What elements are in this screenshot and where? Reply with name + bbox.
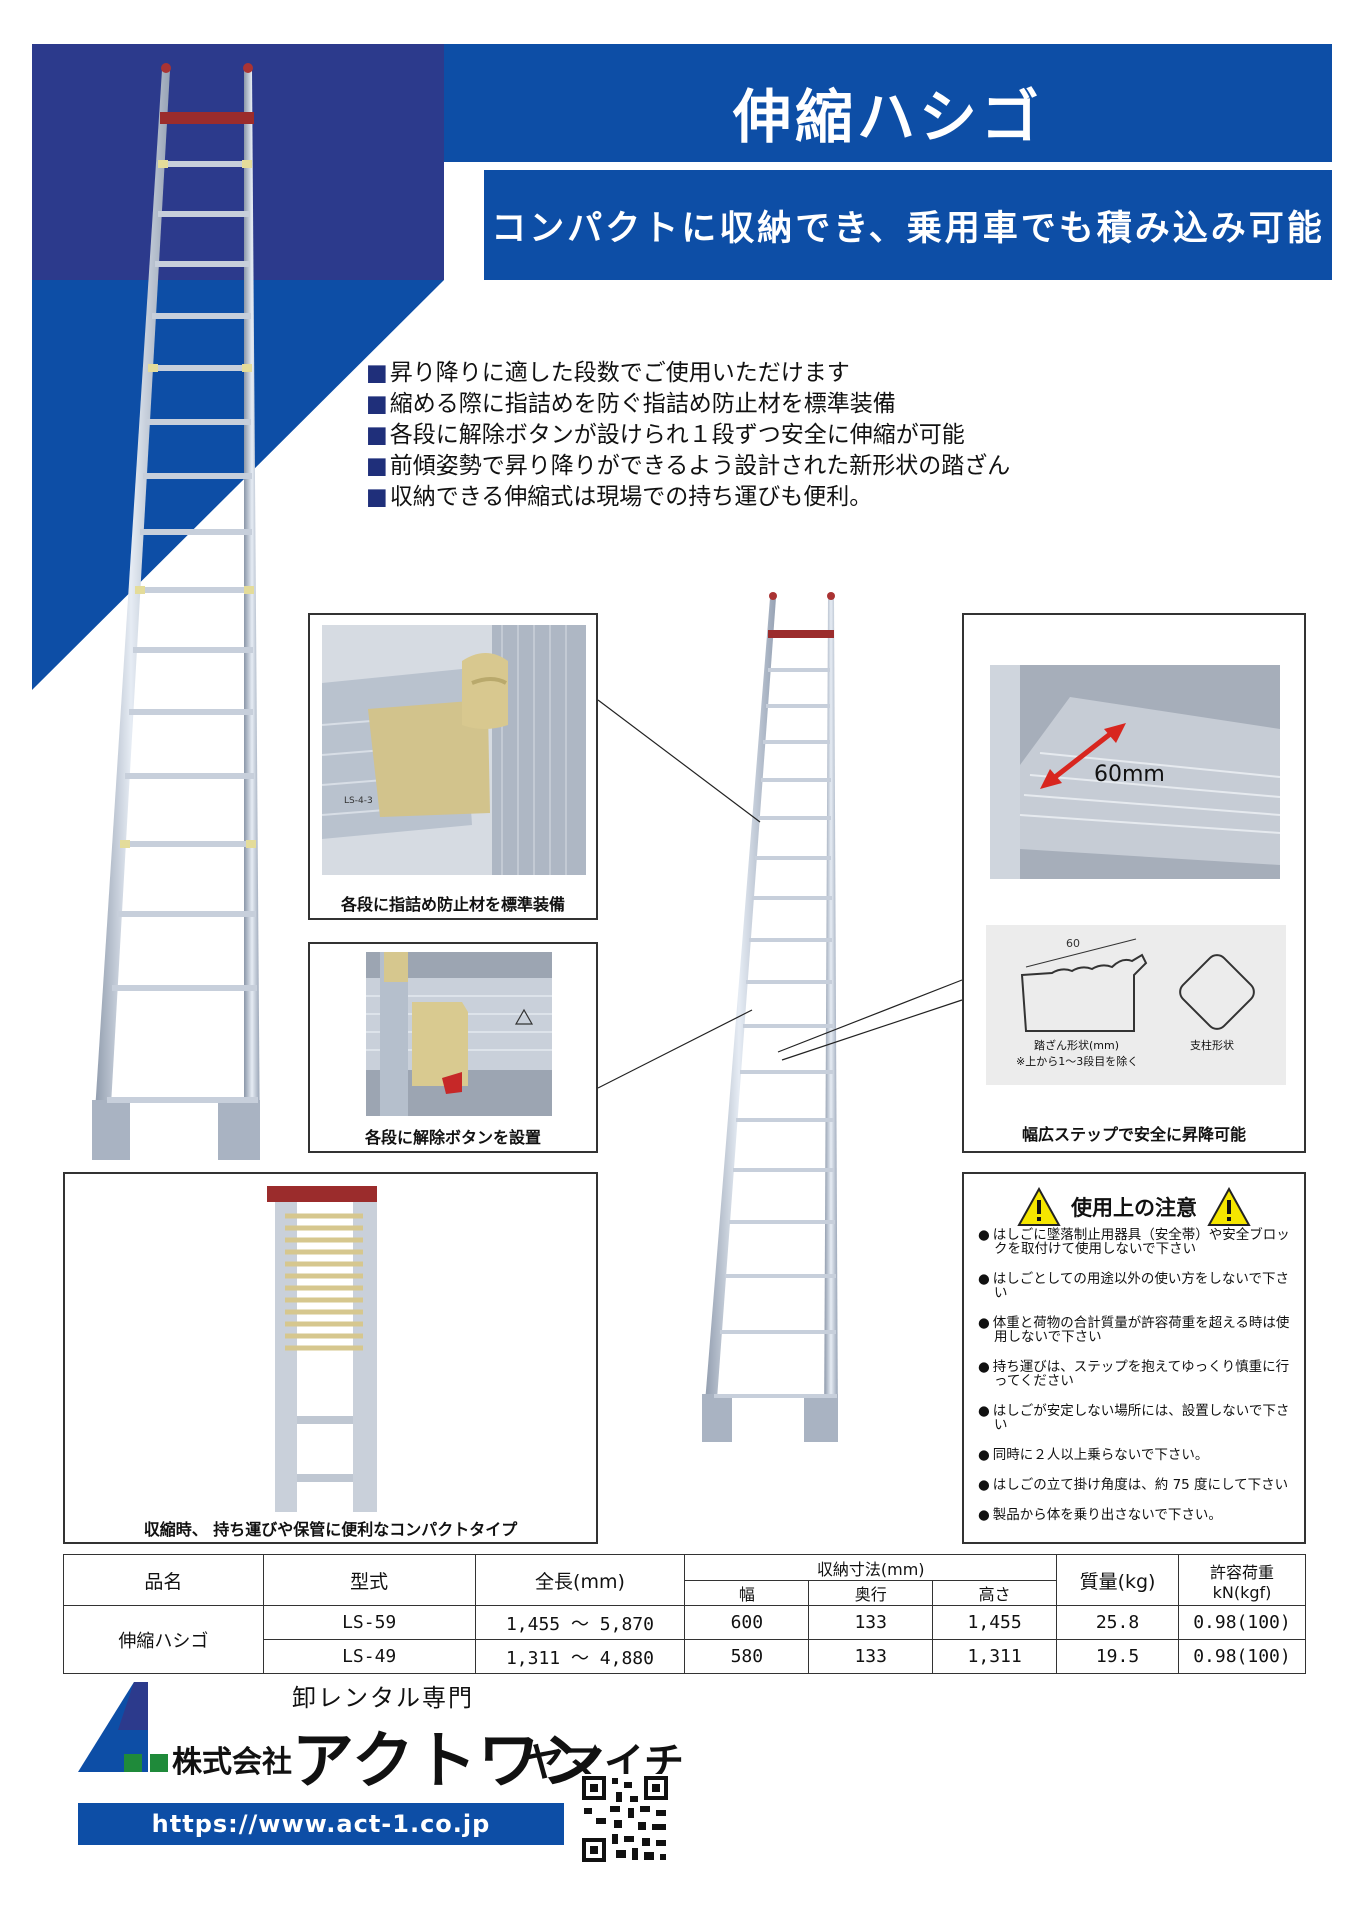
compact-photo-box: 収縮時、 持ち運びや保管に便利なコンパクトタイプ (63, 1172, 598, 1544)
feature-list: 昇り降りに適した段数でご使用いただけます 縮める際に指詰めを防ぐ指詰め防止材を標… (366, 358, 1011, 513)
caution-item: はしごとしての用途以外の使い方をしないで下さい (978, 1272, 1294, 1300)
col-load-line2: kN(kgf) (1212, 1582, 1272, 1602)
spec-table: 品名 型式 全長(mm) 収納寸法(mm) 質量(kg) 許容荷重 kN(kgf… (63, 1554, 1307, 1674)
cell-length: 1,455 ～ 5,870 (474, 1605, 686, 1640)
feature-item: 収納できる伸縮式は現場での持ち運びも便利。 (366, 482, 1010, 513)
cell-load: 0.98(100) (1177, 1639, 1307, 1674)
diagram-step-label: 踏ざん形状(mm) (1034, 1038, 1119, 1052)
caution-item: はしごが安定しない場所には、設置しないで下さい (978, 1404, 1294, 1432)
diagram-step-note: ※上から1～3段目を除く (1016, 1054, 1138, 1068)
page-subtitle: コンパクトに収納でき、乗用車でも積み込み可能 (491, 209, 1325, 249)
caution-item: 同時に２人以上乗らないで下さい。 (978, 1448, 1294, 1462)
col-name: 品名 (63, 1554, 264, 1606)
step-shape-diagram: 60 踏ざん形状(mm) ※上から1～3段目を除く 支柱形状 (986, 925, 1286, 1085)
caution-item: 体重と荷物の合計質量が許容荷重を超える時は使用しないで下さい (978, 1316, 1294, 1344)
diagram-post-label: 支柱形状 (1190, 1038, 1234, 1052)
col-load-line1: 許容荷重 (1209, 1562, 1274, 1582)
company-tagline: 卸レンタル専門 (292, 1684, 474, 1712)
caution-item: はしごに墜落制止用器具（安全帯）や安全ブロックを取付けて使用しないで下さい (978, 1228, 1294, 1256)
cell-model: LS-49 (262, 1639, 476, 1674)
col-load: 許容荷重 kN(kgf) (1177, 1554, 1307, 1606)
feature-item: 各段に解除ボタンが設けられ１段ずつ安全に伸縮が可能 (366, 420, 1010, 451)
col-width: 幅 (684, 1580, 810, 1606)
cell-depth: 133 (808, 1639, 934, 1674)
cell-mass: 25.8 (1056, 1605, 1179, 1640)
caution-title: 使用上の注意 (1071, 1196, 1197, 1220)
caution-item: はしごの立て掛け角度は、約 75 度にして下さい (978, 1478, 1294, 1492)
release-button-photo (366, 952, 552, 1116)
cell-depth: 133 (808, 1605, 934, 1640)
company-prefix: 株式会社 (172, 1745, 292, 1780)
header-title-bar: 伸縮ハシゴ (444, 44, 1332, 162)
finger-guard-caption: 各段に指詰め防止材を標準装備 (340, 895, 565, 914)
table-row: LS-49 1,311 ～ 4,880 580 133 1,311 19.5 0… (64, 1639, 1307, 1674)
cell-product-name: 伸縮ハシゴ (63, 1605, 264, 1674)
diagram-dim: 60 (1066, 937, 1080, 950)
col-depth: 奥行 (808, 1580, 934, 1606)
caution-header: 使用上の注意 (964, 1184, 1304, 1230)
col-height: 高さ (932, 1580, 1058, 1606)
company-logo-icon (78, 1682, 168, 1772)
feature-item: 縮める際に指詰めを防ぐ指詰め防止材を標準装備 (366, 389, 1010, 420)
col-length: 全長(mm) (474, 1554, 686, 1606)
warning-icon (1207, 1187, 1251, 1226)
wide-step-caption: 幅広ステップで安全に昇降可能 (1021, 1125, 1246, 1144)
center-ladder-image (702, 592, 838, 1442)
release-button-caption: 各段に解除ボタンを設置 (364, 1128, 541, 1147)
feature-item: 前傾姿勢で昇り降りができるよう設計された新形状の踏ざん (366, 451, 1011, 482)
website-url[interactable]: https://www.act-1.co.jp (78, 1803, 564, 1845)
finger-guard-photo: LS-4-3 (322, 625, 586, 875)
finger-guard-photo-box: LS-4-3 各段に指詰め防止材を標準装備 (308, 613, 598, 920)
compact-caption: 収縮時、 持ち運びや保管に便利なコンパクトタイプ (143, 1520, 518, 1539)
cell-width: 600 (684, 1605, 810, 1640)
cell-load: 0.98(100) (1177, 1605, 1307, 1640)
table-row: 伸縮ハシゴ LS-59 1,455 ～ 5,870 600 133 1,455 … (63, 1605, 1307, 1674)
caution-item: 製品から体を乗り出さないで下さい。 (978, 1508, 1294, 1522)
caution-box: 使用上の注意 はしごに墜落制止用器具（安全帯）や安全ブロックを取付けて使用しない… (962, 1172, 1306, 1544)
cell-mass: 19.5 (1056, 1639, 1179, 1674)
cell-length: 1,311 ～ 4,880 (474, 1639, 686, 1674)
page-title: 伸縮ハシゴ (732, 83, 1043, 151)
cell-width: 580 (684, 1639, 810, 1674)
col-mass: 質量(kg) (1056, 1554, 1179, 1606)
compact-ladder-photo (267, 1186, 377, 1512)
extended-ladder-image (92, 63, 260, 1160)
cell-height: 1,455 (932, 1605, 1058, 1640)
col-model: 型式 (262, 1554, 476, 1606)
header-subtitle-bar: コンパクトに収納でき、乗用車でも積み込み可能 (484, 170, 1332, 280)
step-width-label: 60mm (1094, 762, 1165, 787)
wide-step-photo: 60mm (990, 665, 1280, 879)
part-label: LS-4-3 (344, 796, 373, 806)
release-button-photo-box: 各段に解除ボタンを設置 (308, 942, 598, 1153)
caution-list: はしごに墜落制止用器具（安全帯）や安全ブロックを取付けて使用しないで下さい はし… (978, 1228, 1294, 1538)
col-storage: 収納寸法(mm) (684, 1554, 1058, 1581)
company-name: アクトワン (292, 1724, 604, 1797)
warning-icon (1017, 1187, 1061, 1226)
cell-height: 1,311 (932, 1639, 1058, 1674)
caution-item: 持ち運びは、ステップを抱えてゆっくり慎重に行ってください (978, 1360, 1294, 1388)
cell-model: LS-59 (262, 1605, 476, 1640)
feature-item: 昇り降りに適した段数でご使用いただけます (366, 358, 1010, 389)
qr-code-icon (580, 1774, 670, 1864)
wide-step-photo-box: 60mm 60 踏ざん形状(mm) ※上から1～3段目を除く 支柱形状 幅広ステ… (962, 613, 1306, 1153)
